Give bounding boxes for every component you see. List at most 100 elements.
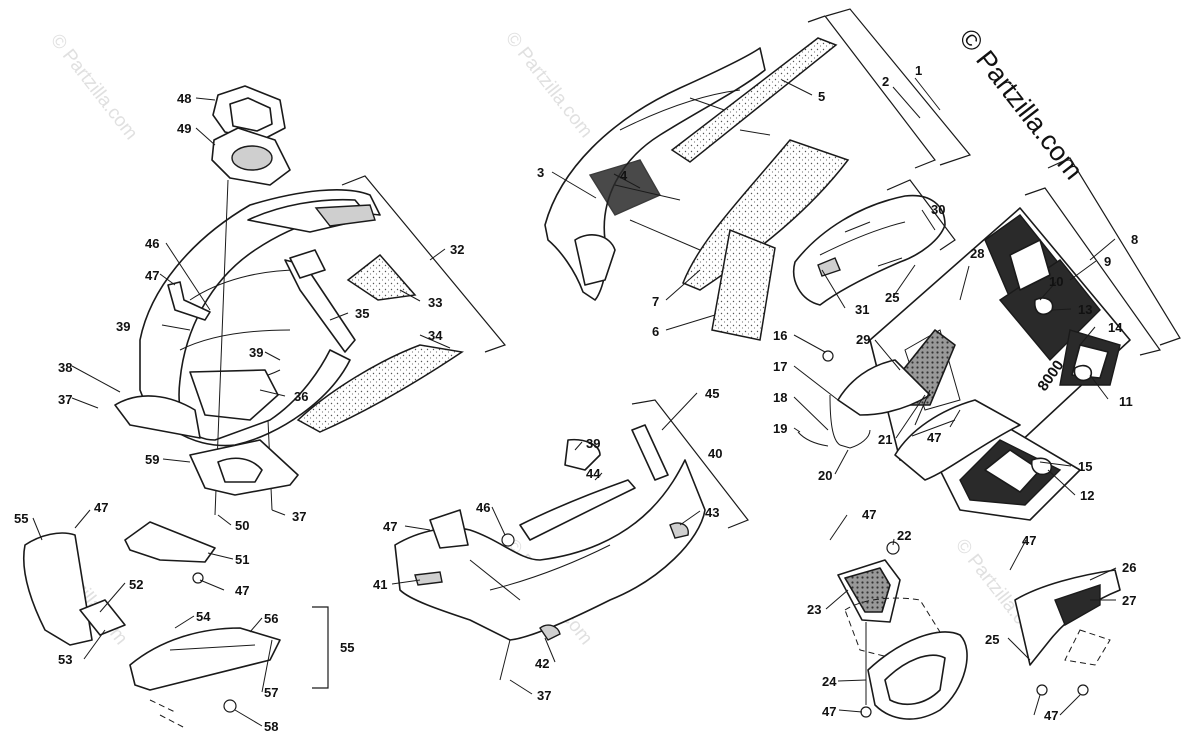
front-body-assembly <box>114 189 381 447</box>
callout-26: 26 <box>1122 560 1136 575</box>
fastener-46-center <box>501 533 515 547</box>
callout-12: 12 <box>1080 488 1094 503</box>
callout-7: 7 <box>652 294 659 309</box>
callout-28: 28 <box>970 246 984 261</box>
callout-35: 35 <box>355 306 369 321</box>
callout-39b: 39 <box>249 345 263 360</box>
callout-51: 51 <box>235 552 249 567</box>
callout-31: 31 <box>855 302 869 317</box>
callout-47d: 47 <box>235 583 249 598</box>
callout-56: 56 <box>264 611 278 626</box>
callout-15: 15 <box>1078 459 1092 474</box>
belly-pan-assembly <box>394 424 706 641</box>
pad-34 <box>296 344 464 433</box>
callout-8: 8 <box>1131 232 1138 247</box>
callout-37c: 37 <box>537 688 551 703</box>
callout-21: 21 <box>878 432 892 447</box>
bracket-51 <box>124 521 216 563</box>
callout-47e: 47 <box>927 430 941 445</box>
panel-56 <box>129 627 281 691</box>
callout-19: 19 <box>773 421 787 436</box>
bracket-8 <box>1047 157 1181 346</box>
callout-36: 36 <box>294 389 308 404</box>
fastener-47-br-2 <box>1077 684 1089 696</box>
hood-assembly <box>544 37 850 341</box>
callout-47f: 47 <box>862 507 876 522</box>
callout-16: 16 <box>773 328 787 343</box>
callout-24: 24 <box>822 674 837 689</box>
callout-42: 42 <box>535 656 549 671</box>
callout-30: 30 <box>931 202 945 217</box>
leader-lines <box>32 77 1117 727</box>
side-panel-55 <box>22 532 93 646</box>
bracket-32 <box>341 175 507 353</box>
watermark-top-center: © Partzilla.com <box>501 28 596 142</box>
callout-22: 22 <box>897 528 911 543</box>
brand-watermark: © Partzilla.com <box>953 23 1089 185</box>
callout-40: 40 <box>708 446 722 461</box>
callout-46b: 46 <box>476 500 490 515</box>
callout-18: 18 <box>773 390 787 405</box>
bracket-1 <box>825 8 972 166</box>
fastener-47-br-1 <box>1036 684 1048 696</box>
callout-58: 58 <box>264 719 278 734</box>
callout-4: 4 <box>620 168 628 183</box>
callout-labels: 1 2 3 4 5 6 7 8 9 10 11 12 13 14 15 16 1… <box>14 63 1138 734</box>
callout-47g: 47 <box>822 704 836 719</box>
callout-9: 9 <box>1104 254 1111 269</box>
callout-47: 47 <box>145 268 159 283</box>
callout-52: 52 <box>129 577 143 592</box>
callout-33: 33 <box>428 295 442 310</box>
callout-5: 5 <box>818 89 825 104</box>
callout-6: 6 <box>652 324 659 339</box>
callout-27: 27 <box>1122 593 1136 608</box>
gasket-inner-48 <box>229 97 273 132</box>
vent-dashed-outline <box>844 597 946 661</box>
windshield-panel <box>793 194 946 306</box>
callout-47h: 47 <box>1022 533 1036 548</box>
callout-55b: 55 <box>340 640 354 655</box>
callout-41: 41 <box>373 577 387 592</box>
rubber-grommet-16 <box>822 350 834 362</box>
callout-20: 20 <box>818 468 832 483</box>
watermark-top-left: © Partzilla.com <box>46 30 141 144</box>
callout-25b: 25 <box>985 632 999 647</box>
callout-10: 10 <box>1049 274 1063 289</box>
callout-45: 45 <box>705 386 719 401</box>
callout-55: 55 <box>14 511 28 526</box>
side-vent-frame <box>837 359 931 416</box>
callout-48: 48 <box>177 91 191 106</box>
callout-50: 50 <box>235 518 249 533</box>
bracket-55 <box>312 606 329 689</box>
callout-57: 57 <box>264 685 278 700</box>
callout-38: 38 <box>58 360 72 375</box>
callout-23: 23 <box>807 602 821 617</box>
callout-34: 34 <box>428 328 443 343</box>
callout-37: 37 <box>58 392 72 407</box>
callout-37b: 37 <box>292 509 306 524</box>
callout-13: 13 <box>1078 302 1092 317</box>
bracket-9 <box>1024 187 1161 356</box>
callout-43: 43 <box>705 505 719 520</box>
callout-32: 32 <box>450 242 464 257</box>
callout-17: 17 <box>773 359 787 374</box>
callout-3: 3 <box>537 165 544 180</box>
fastener-58 <box>223 699 237 713</box>
callout-2: 2 <box>882 74 889 89</box>
bracket-40 <box>631 399 749 529</box>
callout-39c: 39 <box>586 436 600 451</box>
bracket-2 <box>807 15 936 169</box>
bracket-30 <box>886 179 956 251</box>
callout-39: 39 <box>116 319 130 334</box>
callout-49: 49 <box>177 121 191 136</box>
callout-54: 54 <box>196 609 211 624</box>
pad-33 <box>346 253 417 301</box>
fastener-47-lower-left <box>192 572 204 584</box>
callout-46: 46 <box>145 236 159 251</box>
callout-47b: 47 <box>383 519 397 534</box>
cable-harness <box>829 394 871 449</box>
callout-1: 1 <box>915 63 922 78</box>
callout-11: 11 <box>1119 394 1133 409</box>
callout-59: 59 <box>145 452 159 467</box>
